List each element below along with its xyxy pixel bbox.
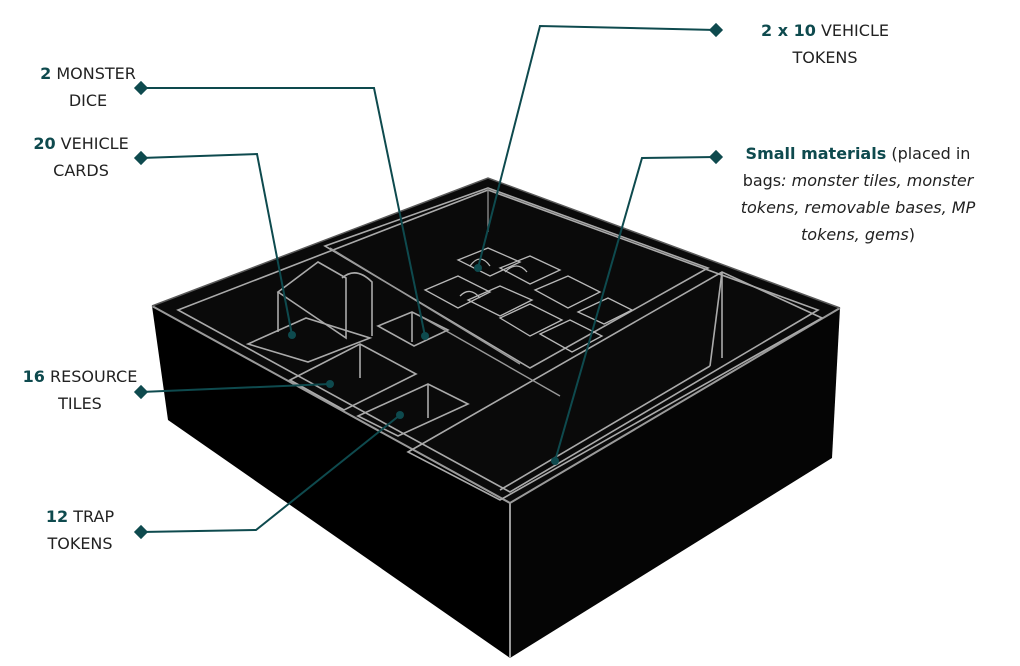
label-vehicle-cards: 20 VEHICLE CARDS [22,130,140,184]
left-compartments [245,261,470,437]
label-text: VEHICLE [820,21,889,40]
label-text: MONSTER [56,64,136,83]
leader-monster-dice [141,87,426,337]
box-right-face [510,308,840,658]
label-heading: Small materials [745,144,887,163]
label-item-list: : monster tiles, monster tokens, removab… [740,171,976,244]
label-small-materials: Small materials (placed in bags: monster… [728,140,988,248]
label-text: TRAP [73,507,115,526]
label-text: (placed in bags [742,144,971,190]
tray-vehicle-tokens [323,187,710,369]
label-resource-tiles: 16 RESOURCE TILES [12,363,148,417]
label-number: 2 x 10 [761,21,816,40]
leader-trap-tokens [140,414,401,533]
leader-resource-tiles [140,383,331,393]
label-text: TOKENS [792,48,858,67]
box-edge-lines [151,177,841,309]
leader-small-materials [554,156,717,462]
label-number: 12 [45,507,69,526]
label-text: VEHICLE [60,134,129,153]
leader-vehicle-cards [140,152,293,336]
label-text: TOKENS [47,534,113,553]
label-number: 2 [40,64,52,83]
label-monster-dice: 2 MONSTER DICE [38,60,138,114]
inner-rim [176,189,820,493]
label-text: TILES [58,394,102,413]
label-text: RESOURCE [50,367,138,386]
box-top-rim [152,178,840,503]
label-number: 16 [22,367,45,386]
label-text: ) [908,225,915,244]
tray-small-materials [406,271,824,501]
leader-vehicle-tokens [477,24,717,269]
divider-walls [329,247,561,397]
leader-lines [140,24,717,533]
label-number: 20 [33,134,56,153]
box-left-face [152,306,510,658]
label-text: CARDS [53,161,109,180]
label-trap-tokens: 12 TRAP TOKENS [28,503,132,557]
label-vehicle-tokens: 2 x 10 VEHICLE TOKENS [752,17,898,71]
label-text: DICE [68,91,108,110]
